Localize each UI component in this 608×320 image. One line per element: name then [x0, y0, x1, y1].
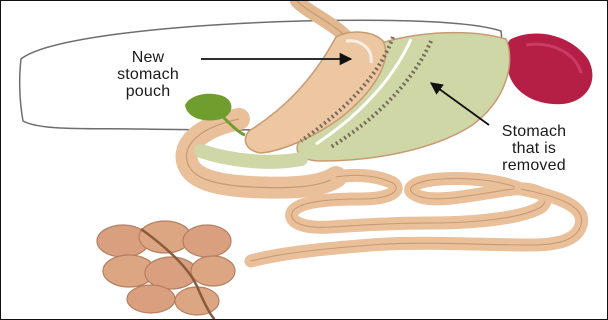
label-line: stomach [97, 66, 199, 83]
label-stomach-removed: Stomach that is removed [469, 123, 599, 174]
label-line: that is [469, 140, 599, 157]
colon [97, 221, 235, 319]
label-line: pouch [97, 83, 199, 100]
label-line: Stomach [469, 123, 599, 140]
label-new-stomach-pouch: New stomach pouch [97, 49, 199, 100]
label-line: New [97, 49, 199, 66]
label-line: removed [469, 157, 599, 174]
